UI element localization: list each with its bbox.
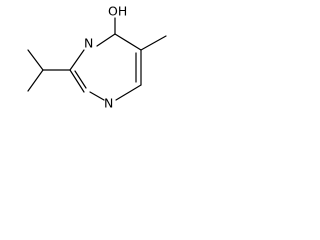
- molecular-structure: OH N N: [27, 4, 167, 111]
- bond-c2-n1: [69, 49, 85, 71]
- bond-c2-n3-double: [74, 70, 87, 89]
- bond-c4-c5: [114, 33, 142, 51]
- bond-n3-c2-lower: [89, 91, 105, 101]
- atom-label-oh: OH: [108, 4, 127, 19]
- atom-label-n3: N: [104, 96, 113, 111]
- bond-c6-n3: [115, 84, 142, 101]
- bond-isopropyl-methyl-down: [27, 69, 44, 92]
- atom-label-n1: N: [84, 36, 93, 51]
- bond-c2-n3: [69, 69, 85, 93]
- bond-isopropyl-methyl-up: [27, 49, 44, 71]
- bond-c5-methyl: [140, 35, 167, 51]
- bond-n1-c4: [96, 33, 116, 47]
